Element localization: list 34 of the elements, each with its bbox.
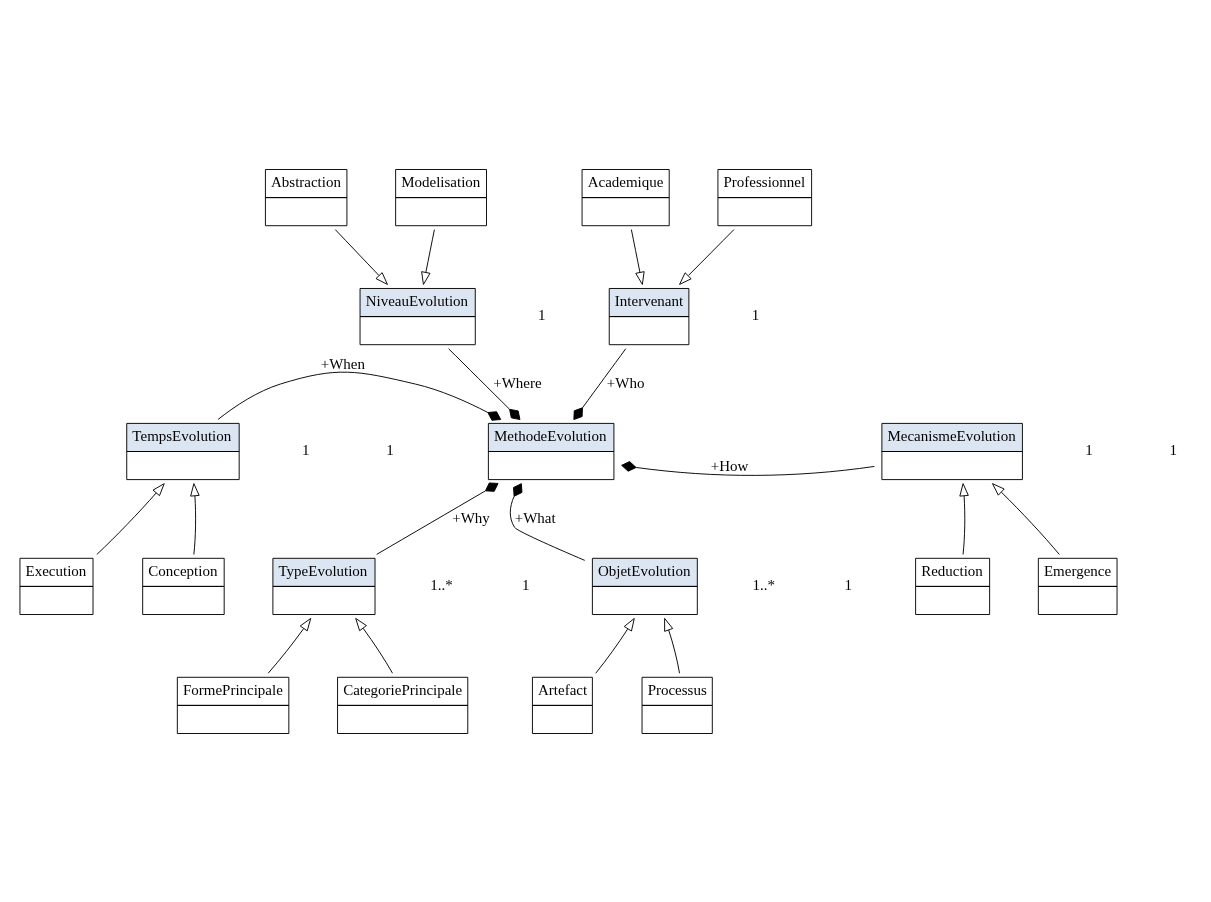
arrow bbox=[664, 617, 680, 674]
arrow bbox=[992, 482, 1060, 555]
arrow bbox=[630, 228, 645, 285]
connector bbox=[448, 347, 521, 420]
arrow bbox=[334, 228, 388, 285]
connector bbox=[509, 482, 586, 561]
arrow bbox=[355, 617, 393, 674]
label: 1 bbox=[751, 306, 760, 323]
connector bbox=[621, 460, 875, 476]
edge-label: +What bbox=[514, 509, 556, 526]
arrow bbox=[267, 617, 312, 674]
connector bbox=[376, 481, 499, 555]
edge-label: +Where bbox=[493, 374, 542, 391]
label: 1..* bbox=[430, 576, 453, 593]
arrow bbox=[679, 228, 735, 285]
arrow bbox=[595, 617, 635, 674]
arrow bbox=[96, 482, 165, 555]
edge-label: +Why bbox=[452, 509, 490, 526]
label: 1 bbox=[1169, 441, 1178, 458]
arrow bbox=[190, 482, 200, 555]
arrow bbox=[421, 228, 435, 285]
label: 1 bbox=[386, 441, 394, 458]
edge-label: +How bbox=[710, 457, 749, 474]
edge-label: +When bbox=[320, 355, 365, 372]
label: 1..* bbox=[752, 576, 776, 593]
connector bbox=[217, 371, 502, 421]
connector bbox=[573, 347, 627, 420]
label: 1 bbox=[538, 306, 546, 323]
label: 1 bbox=[301, 441, 310, 458]
arrow bbox=[959, 482, 969, 555]
label: 1 bbox=[844, 576, 852, 593]
label: 1 bbox=[1085, 441, 1093, 458]
label: 1 bbox=[522, 576, 530, 593]
edge-label: +Who bbox=[606, 374, 645, 391]
